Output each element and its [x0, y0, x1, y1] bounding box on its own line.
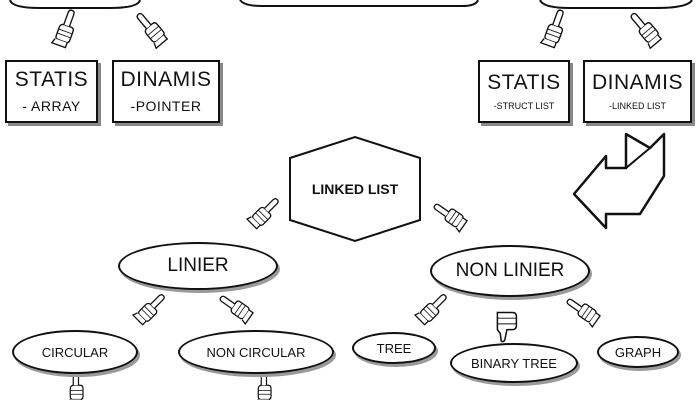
bent-arrow-fold [625, 147, 651, 169]
pointing-hand-icon [414, 289, 452, 327]
non-linier-ellipse: NON LINIER [430, 245, 590, 297]
top-left-shape [9, 0, 141, 9]
pointing-hand-icon [131, 8, 170, 49]
linked-list-hexagon [289, 135, 421, 243]
linked-list-label: LINKED LIST [311, 181, 399, 197]
statis-title: STATIS [487, 70, 561, 94]
pointing-hand-icon [51, 6, 81, 49]
dinamis-linked-list-box: DINAMIS -LINKED LIST [583, 60, 692, 123]
non-circular-ellipse: NON CIRCULAR [178, 330, 334, 374]
pointing-hand-icon [215, 290, 255, 325]
statis-array-box: STATIS - ARRAY [5, 60, 98, 123]
statis-struct-list-box: STATIS -STRUCT LIST [478, 60, 570, 123]
linier-ellipse: LINIER [118, 242, 278, 290]
pointing-hand-icon [540, 6, 570, 49]
graph-ellipse: GRAPH [597, 336, 679, 368]
dinamis-title: DINAMIS [120, 68, 212, 92]
thumbs-down-icon [496, 311, 518, 343]
pointing-hand-icon [429, 198, 469, 233]
array-subtitle: - ARRAY [22, 97, 81, 114]
pointing-hand-icon [562, 293, 602, 328]
pointing-hand-icon [132, 289, 170, 327]
struct-list-subtitle: -STRUCT LIST [493, 101, 555, 112]
dinamis-pointer-box: DINAMIS -POINTER [112, 60, 220, 123]
top-center-shape [239, 0, 479, 7]
binary-tree-ellipse: BINARY TREE [450, 343, 578, 383]
tree-ellipse: TREE [352, 332, 436, 364]
linked-list-subtitle: -LINKED LIST [608, 101, 666, 112]
pointing-hand-icon [68, 370, 84, 400]
pointing-hand-icon [625, 8, 664, 49]
dinamis-title: DINAMIS [591, 70, 683, 94]
pointer-subtitle: -POINTER [130, 97, 202, 114]
pointing-hand-icon [246, 193, 284, 231]
circular-ellipse: CIRCULAR [12, 330, 138, 374]
pointing-hand-icon [256, 370, 272, 400]
statis-title: STATIS [14, 68, 89, 92]
bent-arrow-icon [572, 132, 666, 230]
top-right-shape [539, 0, 693, 9]
